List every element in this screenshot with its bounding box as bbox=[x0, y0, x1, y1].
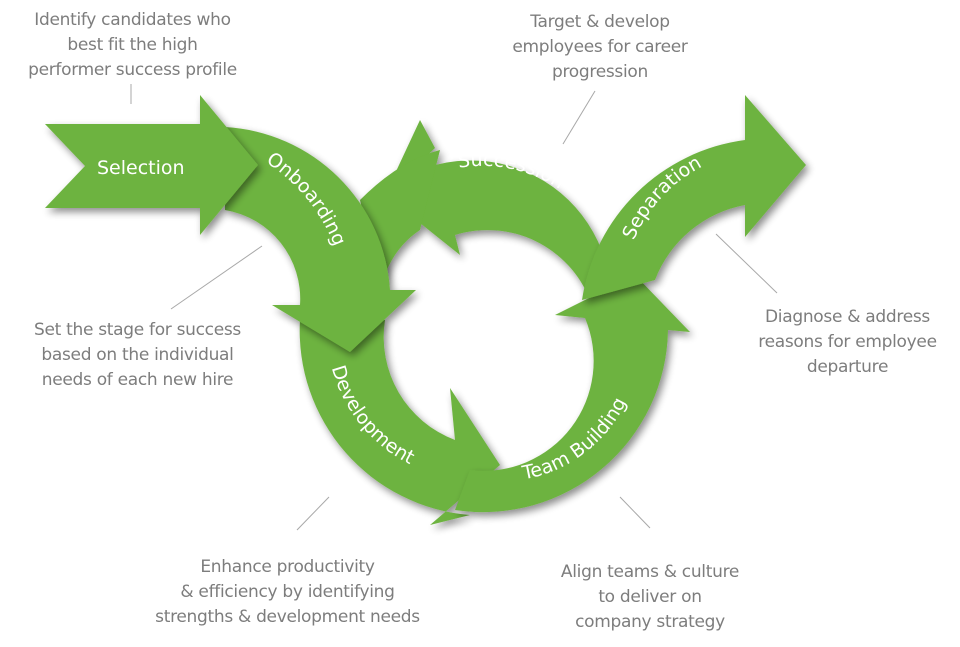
stage-label-selection: Selection bbox=[97, 157, 185, 179]
succession-arrow bbox=[350, 120, 605, 300]
selection-arrow bbox=[45, 95, 258, 235]
development-arrow bbox=[299, 320, 500, 525]
leader-line-separation bbox=[715, 233, 778, 294]
description-development: Enhance productivity & efficiency by ide… bbox=[155, 557, 420, 627]
leader-line-development bbox=[296, 496, 330, 531]
description-succession: Target & develop employees for career pr… bbox=[512, 12, 688, 82]
description-onboarding: Set the stage for success based on the i… bbox=[34, 320, 241, 390]
leader-line-team-building bbox=[619, 496, 651, 529]
description-selection: Identify candidates who best fit the hig… bbox=[28, 10, 237, 80]
separation-arrow bbox=[582, 95, 806, 300]
onboarding-arrow bbox=[225, 127, 416, 352]
description-separation: Diagnose & address reasons for employee … bbox=[758, 307, 937, 377]
description-team-building: Align teams & culture to deliver on comp… bbox=[560, 562, 740, 632]
team-building-arrow bbox=[455, 275, 690, 513]
leader-line-onboarding bbox=[170, 245, 263, 310]
leader-line-succession bbox=[562, 90, 596, 145]
